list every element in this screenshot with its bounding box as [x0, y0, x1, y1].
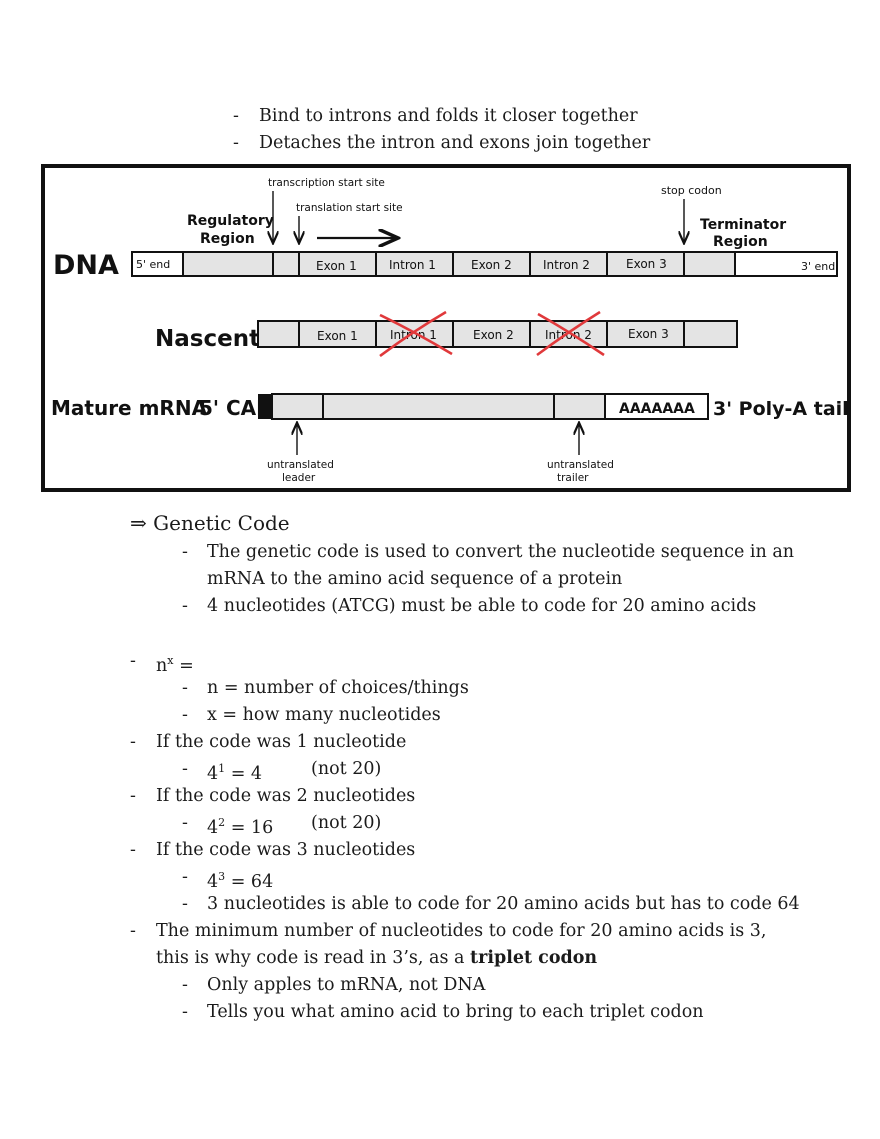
bullet-dash: - [182, 542, 188, 562]
minimum-item: Only apples to mRNA, not DNA [207, 975, 486, 995]
nascent-segment [257, 320, 300, 348]
bullet-dash: - [233, 106, 239, 126]
utr-trailer-label-2: trailer [557, 472, 589, 484]
mature-utr-trailer [553, 393, 606, 420]
transcription-start-label: transcription start site [268, 177, 385, 189]
dna-intron-1 [375, 251, 454, 277]
dna-regulatory-region [182, 251, 274, 277]
case-heading: If the code was 2 nucleotides [156, 786, 416, 806]
case-heading: If the code was 3 nucleotides [156, 840, 416, 860]
nascent-exon-2 [452, 320, 531, 348]
nascent-label: Nascent [155, 326, 260, 352]
five-prime-end: 5' end [136, 258, 170, 271]
utr-trailer-label: untranslated [547, 459, 614, 471]
dna-intron-1-label: Intron 1 [389, 258, 436, 272]
mature-coding-region [322, 393, 555, 420]
genetic-code-item: The genetic code is used to convert the … [207, 542, 795, 562]
nascent-exon-1 [298, 320, 377, 348]
bullet-dash: - [130, 732, 136, 752]
dna-label: DNA [53, 250, 119, 281]
three-nucleotide-note: 3 nucleotides is able to code for 20 ami… [207, 894, 800, 914]
bullet-dash: - [182, 975, 188, 995]
case-heading: If the code was 1 nucleotide [156, 732, 407, 752]
mature-mrna-label: Mature mRNA [51, 396, 208, 420]
nascent-exon-2-label: Exon 2 [473, 328, 514, 342]
poly-a-tail-box [604, 393, 709, 420]
bullet-dash: - [182, 705, 188, 725]
nascent-segment-end [683, 320, 738, 348]
case-note: (not 20) [311, 759, 382, 779]
nx-item: n = number of choices/things [207, 678, 469, 698]
translation-start-label: translation start site [296, 202, 403, 214]
regulatory-region-label-2: Region [200, 231, 255, 247]
regulatory-region-label: Regulatory [187, 213, 274, 229]
genetic-code-item-continued: mRNA to the amino acid sequence of a pro… [207, 569, 623, 589]
nascent-exon-1-label: Exon 1 [317, 329, 358, 343]
dna-exon-1 [298, 251, 377, 277]
bullet-dash: - [182, 1002, 188, 1022]
case-calculation: 41 = 4 [207, 762, 263, 784]
bullet-dash: - [233, 133, 239, 153]
bullet-dash: - [182, 894, 188, 914]
dna-exon-3-label: Exon 3 [626, 257, 667, 271]
nascent-exon-3-label: Exon 3 [628, 327, 669, 341]
nascent-intron-1 [375, 320, 454, 348]
bullet-text: Bind to introns and folds it closer toge… [259, 106, 638, 126]
poly-a-tail-label: 3' Poly-A tail [713, 398, 849, 420]
dna-exon-2 [452, 251, 531, 277]
dna-exon-1-label: Exon 1 [316, 259, 357, 273]
case-note: (not 20) [311, 813, 382, 833]
bullet-dash: - [130, 651, 136, 671]
intron-2-removed-mark [536, 310, 605, 357]
genetic-code-item: 4 nucleotides (ATCG) must be able to cod… [207, 596, 757, 616]
dna-exon-2-label: Exon 2 [471, 258, 512, 272]
bullet-dash: - [182, 596, 188, 616]
case-calculation: 43 = 64 [207, 870, 274, 892]
utr-leader-label: untranslated [267, 459, 334, 471]
nascent-intron-2-label: Intron 2 [545, 328, 592, 342]
bullet-dash: - [130, 840, 136, 860]
bullet-text: Detaches the intron and exons join toget… [259, 133, 651, 153]
nascent-exon-3 [606, 320, 685, 348]
diagram-frame [41, 164, 851, 492]
five-prime-cap-label: 5' CAP [199, 396, 271, 420]
dna-strand [131, 251, 838, 277]
nx-item: x = how many nucleotides [207, 705, 441, 725]
dna-segment [272, 251, 300, 277]
dna-intron-2-label: Intron 2 [543, 258, 590, 272]
bullet-dash: - [182, 867, 188, 887]
bullet-dash: - [182, 678, 188, 698]
dna-terminator-region [683, 251, 736, 277]
triplet-codon-term: triplet codon [470, 948, 598, 968]
five-prime-cap [258, 394, 272, 419]
nascent-intron-1-label: Intron 1 [390, 328, 437, 342]
minimum-line: The minimum number of nucleotides to cod… [156, 921, 767, 941]
three-prime-end: 3' end [801, 260, 835, 273]
bullet-dash: - [130, 921, 136, 941]
case-calculation: 42 = 16 [207, 816, 274, 838]
minimum-item: Tells you what amino acid to bring to ea… [207, 1002, 704, 1022]
bullet-dash: - [182, 813, 188, 833]
terminator-region-label-2: Region [713, 234, 768, 250]
nx-formula: nx = [156, 654, 194, 676]
utr-leader-label-2: leader [282, 472, 316, 484]
dna-intron-2 [529, 251, 608, 277]
poly-a-sequence: AAAAAAA [619, 401, 695, 417]
bullet-dash: - [130, 786, 136, 806]
implies-arrow: ⇒ [130, 511, 147, 535]
terminator-region-label: Terminator [700, 217, 786, 233]
stop-codon-label: stop codon [661, 184, 722, 197]
mature-utr-leader [271, 393, 324, 420]
dna-exon-3 [606, 251, 685, 277]
nascent-intron-2 [529, 320, 608, 348]
heading-text: Genetic Code [153, 511, 290, 535]
minimum-line-continued: this is why code is read in 3’s, as a tr… [156, 948, 598, 968]
bullet-dash: - [182, 759, 188, 779]
intron-1-removed-mark [379, 310, 453, 358]
genetic-code-heading: ⇒ Genetic Code [130, 511, 290, 535]
